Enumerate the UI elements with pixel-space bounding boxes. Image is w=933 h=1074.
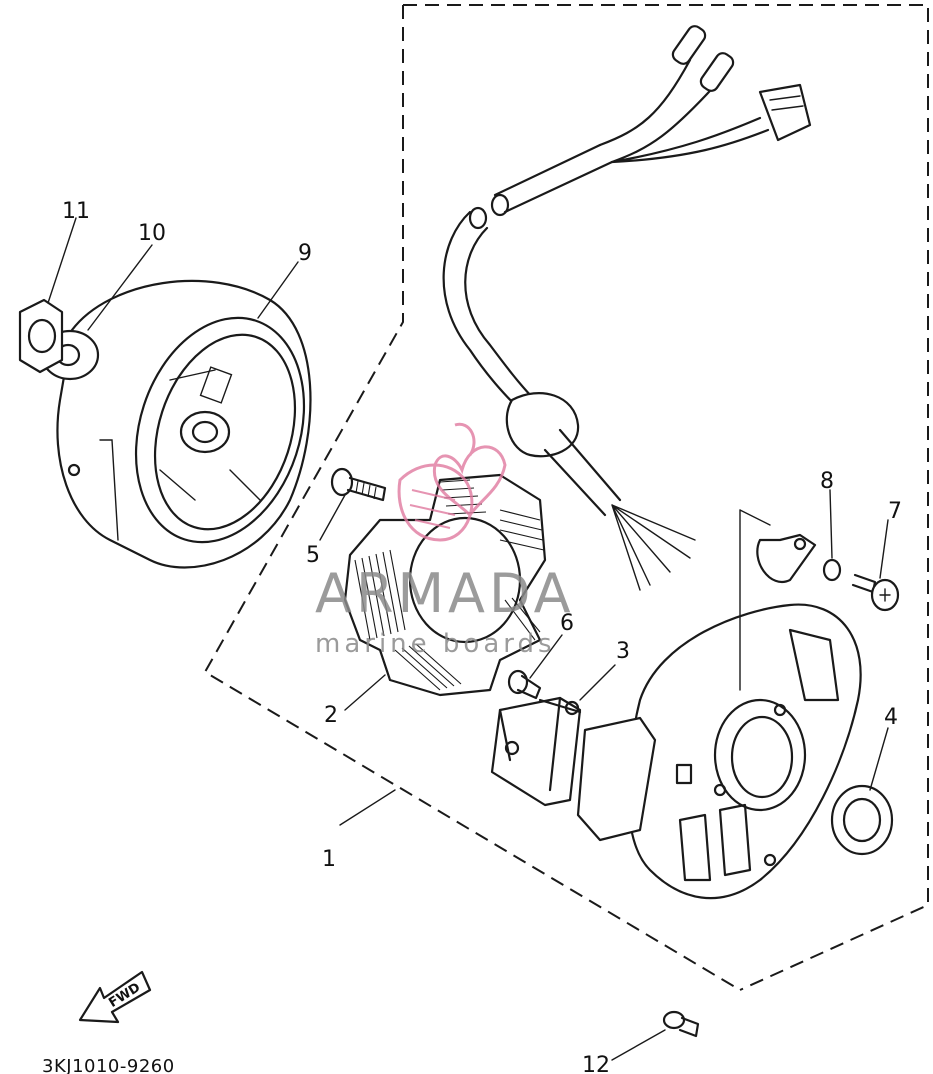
pickup-screw <box>507 669 542 700</box>
stator-base-plate <box>576 509 862 900</box>
callout-5: 5 <box>306 543 320 568</box>
forward-arrow: FWD <box>78 970 152 1024</box>
oil-seal <box>830 784 894 856</box>
flywheel-rotor <box>56 279 312 569</box>
callout-6: 6 <box>560 611 574 636</box>
watermark-tagline: marine boards <box>315 629 556 659</box>
watermark-brand: ARMADA <box>315 562 575 625</box>
assembly-boundary <box>203 4 929 991</box>
lead-clamp <box>756 533 817 584</box>
callout-4: 4 <box>884 705 898 730</box>
callout-12: 12 <box>582 1053 610 1074</box>
callout-1: 1 <box>322 847 336 872</box>
watermark: ARMADA marine boards <box>315 422 575 659</box>
base-screw <box>662 1010 700 1038</box>
lock-washer <box>822 558 842 582</box>
part-number: 3KJ1010-9260 <box>42 1056 175 1074</box>
callout-3: 3 <box>616 639 630 664</box>
callout-7: 7 <box>888 499 902 524</box>
pickup-coil <box>490 696 582 807</box>
watermark-logo-icon <box>397 422 507 542</box>
wiring-harness <box>442 25 812 591</box>
callout-11: 11 <box>62 199 90 224</box>
clamp-screw <box>851 573 900 612</box>
stator-coil <box>343 473 547 697</box>
callout-labels: 1 2 3 4 5 6 7 8 9 10 11 12 <box>62 199 902 1074</box>
nut <box>18 298 64 374</box>
callout-2: 2 <box>324 703 338 728</box>
callout-9: 9 <box>298 241 312 266</box>
leader-lines <box>47 217 889 1061</box>
callout-8: 8 <box>820 469 834 494</box>
stator-screw <box>330 467 387 502</box>
callout-10: 10 <box>138 221 166 246</box>
